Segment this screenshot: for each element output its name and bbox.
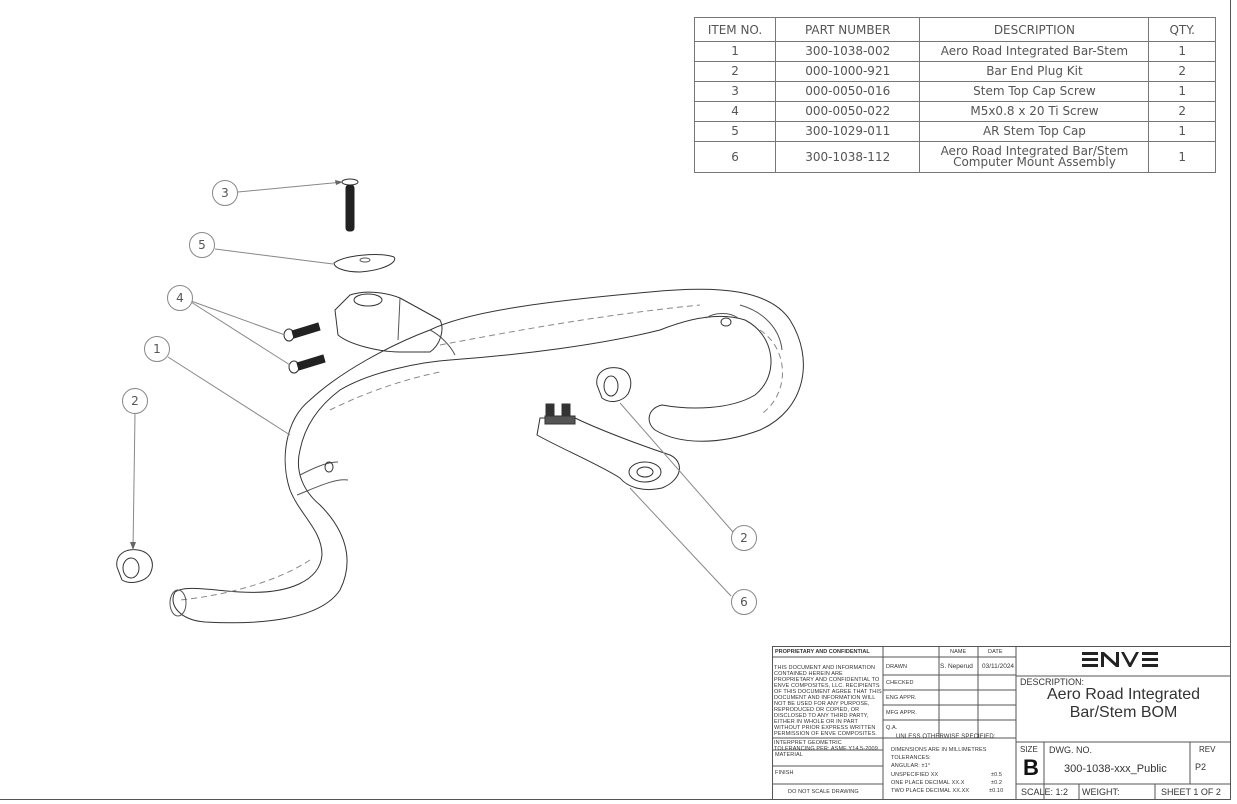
finish-label: FINISH [775,770,794,776]
dimensions-note: DIMENSIONS ARE IN MILLIMETRES [891,747,987,753]
dwg-no-label: DWG. NO. [1049,745,1092,755]
one-place-value: ±0.2 [991,780,1003,786]
interpret-tolerancing: INTERPRET GEOMETRIC TOLERANCING PER: ASM… [774,740,878,752]
bom-item-no: 6 [693,141,777,173]
one-place-tolerance: ONE PLACE DECIMAL XX.X [891,780,965,786]
bom-row: 4 000-0050-022 M5x0.8 x 20 Ti Screw 2 [693,101,1216,122]
role-checked: CHECKED [886,680,914,686]
weight-label: WEIGHT: [1082,787,1120,797]
callout-balloon-4: 4 [167,285,193,311]
size-value: B [1023,755,1039,780]
date-header: DATE [988,649,1003,655]
role-qa: Q.A. [886,725,898,731]
bom-description-line2: Computer Mount Assembly [953,155,1116,169]
sheet-border-right [1230,0,1231,800]
callout-balloon-1: 1 [144,336,170,362]
material-label: MATERIAL [775,752,803,758]
drawn-date: 03/11/2024 [982,663,1015,670]
role-mfg-appr: MFG APPR. [886,710,917,716]
bom-part-number: 000-0050-016 [775,81,921,102]
size-label: SIZE [1020,745,1038,754]
stem-outline [334,291,443,353]
angular-tolerance: ANGULAR: ±1° [891,763,931,769]
unspecified-tolerance: UNSPECIFIED XX [891,772,939,778]
enve-logo [1082,652,1158,667]
do-not-scale: DO NOT SCALE DRAWING [788,789,859,795]
title-block-grid [772,646,1231,800]
description-line2: Bar/Stem BOM [1069,704,1178,721]
unspecified-value: ±0.5 [991,772,1003,778]
bom-row: 5 300-1029-011 AR Stem Top Cap 1 [693,121,1216,142]
m5-screw-parts [283,322,326,374]
rev-value: P2 [1195,762,1207,772]
bom-qty: 1 [1148,141,1216,173]
bom-part-number: 300-1038-112 [775,141,921,173]
top-cap-screw-part [341,178,359,232]
callout-balloon-5: 5 [189,232,215,258]
tolerances-label: TOLERANCES: [891,755,931,761]
bar-end-plug-parts [116,367,632,583]
computer-mount-part [536,403,680,491]
bom-description: M5x0.8 x 20 Ti Screw [919,101,1150,122]
two-place-value: ±0.10 [989,788,1004,794]
callout-balloon-2-right: 2 [731,525,757,551]
drawn-name: S. Neperud [940,663,973,670]
callout-balloon-3: 3 [212,180,238,206]
proprietary-text: THIS DOCUMENT AND INFORMATION CONTAINED … [774,665,882,735]
rev-label: REV [1199,745,1216,754]
top-cap-part [333,254,396,273]
description-label: DESCRIPTION: [1020,677,1085,687]
sheet-border-bottom [0,799,1231,800]
bom-row: 6 300-1038-112 Aero Road Integrated Bar/… [693,141,1216,173]
sheet-label: SHEET 1 OF 2 [1161,787,1221,797]
role-eng-appr: ENG APPR. [886,695,917,701]
handlebar-outline [172,288,804,624]
description-line1: Aero Road Integrated [1047,686,1200,703]
dwg-no-value: 300-1038-xxx_Public [1064,763,1167,775]
bom-description: Aero Road Integrated Bar/Stem Computer M… [919,141,1150,173]
bill-of-materials-table: ITEM NO. PART NUMBER DESCRIPTION QTY. 1 … [693,17,1216,173]
proprietary-heading: PROPRIETARY AND CONFIDENTIAL [775,649,870,655]
bom-header-part-number: PART NUMBER [775,17,921,42]
callout-balloon-2-left: 2 [122,388,148,414]
two-place-tolerance: TWO PLACE DECIMAL XX.XX [891,788,970,794]
bom-description-line1: Aero Road Integrated Bar/Stem [940,144,1129,158]
callout-balloon-6: 6 [731,589,757,615]
scale-label: SCALE: 1:2 [1021,787,1069,797]
unless-otherwise: UNLESS OTHERWISE SPECIFIED: [896,734,996,740]
role-drawn: DRAWN [886,664,908,670]
bom-header-item-no: ITEM NO. [693,17,777,42]
bom-header-qty: QTY. [1148,17,1216,42]
title-block: PROPRIETARY AND CONFIDENTIAL THIS DOCUME… [772,646,1231,800]
name-header: NAME [950,649,967,655]
